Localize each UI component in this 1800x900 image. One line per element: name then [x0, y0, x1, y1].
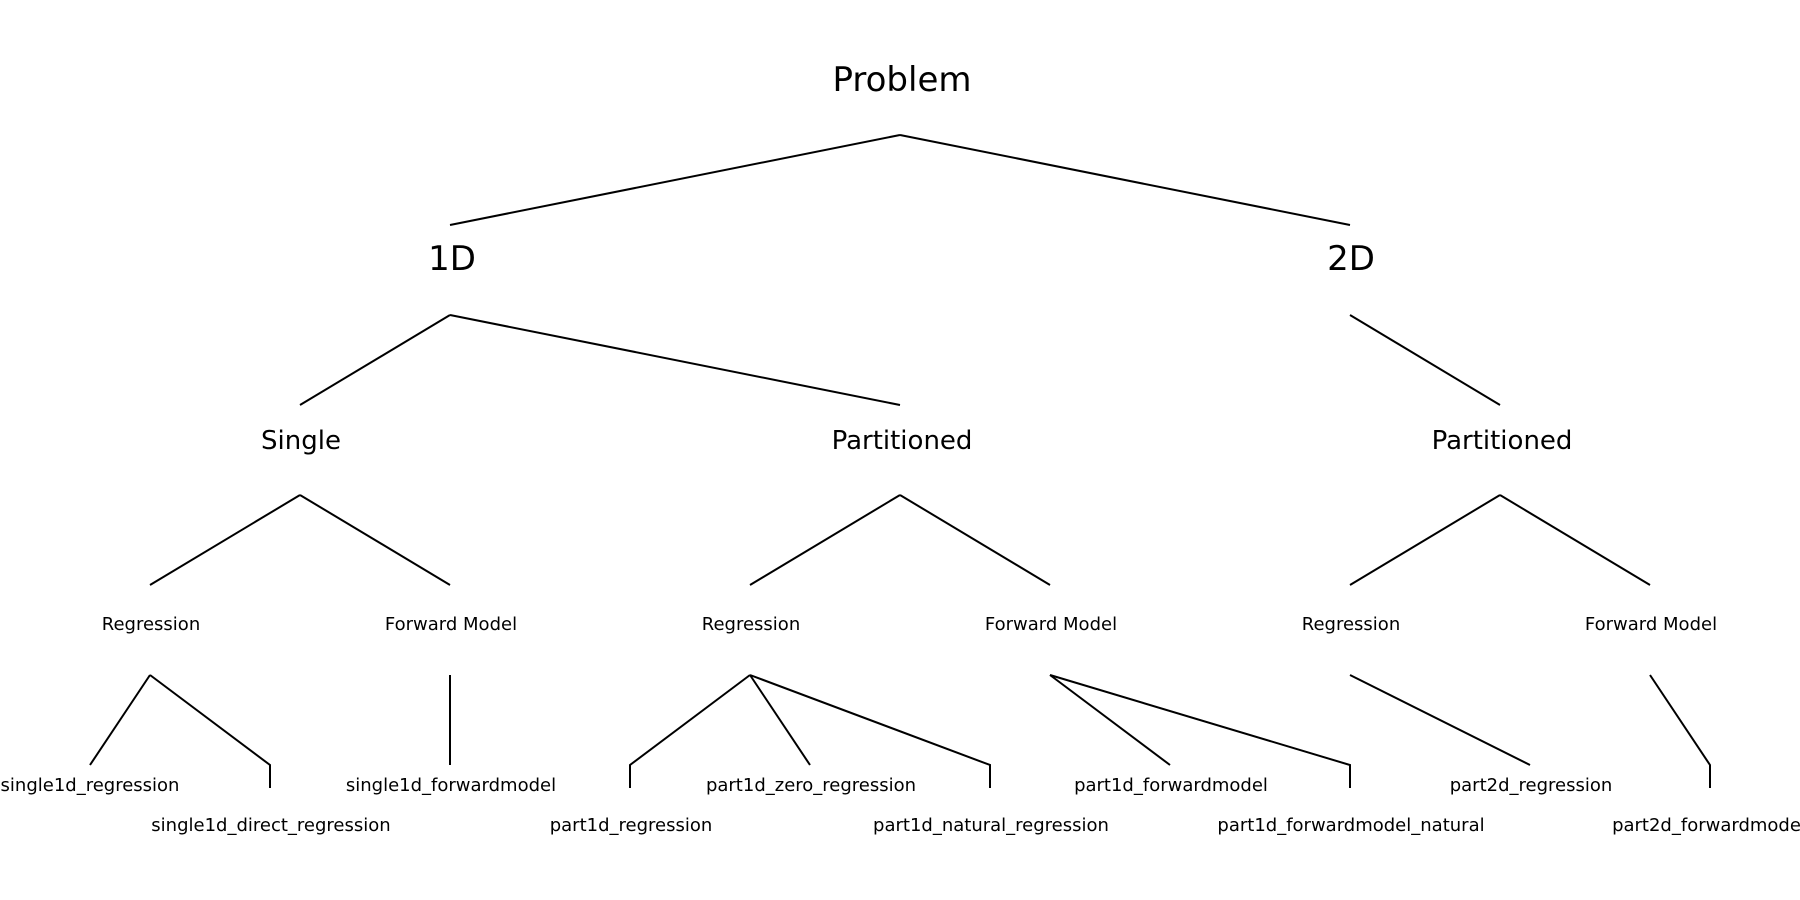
- node-part1d-forwardmodel: Forward Model: [985, 614, 1117, 635]
- edge-part2d-forwardmodel: [1499, 494, 1651, 586]
- node-partitioned-2d: Partitioned: [1432, 426, 1573, 456]
- node-part2d-forwardmodel: Forward Model: [1585, 614, 1717, 635]
- edge-part2d-regression: [1349, 494, 1501, 586]
- edge-to-part1d-forwardmodel: [1049, 674, 1171, 766]
- tree-labels: Problem 1D 2D Single Partitioned Partiti…: [1, 60, 1800, 836]
- leaf-part2d-regression: part2d_regression: [1450, 775, 1613, 796]
- edge-1d-single: [299, 314, 451, 406]
- edge-problem-1d: [449, 134, 901, 226]
- node-single: Single: [261, 426, 341, 456]
- leaf-part1d-regression: part1d_regression: [550, 815, 713, 836]
- leaf-part1d-zero-regression: part1d_zero_regression: [706, 775, 916, 796]
- edge-to-single1d-direct-regression: [149, 674, 271, 788]
- node-problem: Problem: [832, 60, 971, 100]
- edge-2d-partitioned: [1349, 314, 1501, 406]
- edge-problem-2d: [899, 134, 1351, 226]
- edge-to-part2d-regression: [1349, 674, 1531, 766]
- edge-single-forwardmodel: [299, 494, 451, 586]
- node-2d: 2D: [1327, 239, 1375, 279]
- edge-to-part1d-natural-regression: [749, 674, 991, 788]
- node-part2d-regression: Regression: [1302, 614, 1400, 635]
- node-partitioned-1d: Partitioned: [832, 426, 973, 456]
- edge-1d-partitioned: [449, 314, 901, 406]
- leaf-part1d-forwardmodel-natural: part1d_forwardmodel_natural: [1217, 815, 1484, 836]
- edge-to-single1d-regression: [89, 674, 151, 766]
- edge-part1d-regression: [749, 494, 901, 586]
- edge-single-regression: [149, 494, 301, 586]
- edge-to-part1d-forwardmodel-natural: [1049, 674, 1351, 788]
- leaf-single1d-forwardmodel: single1d_forwardmodel: [346, 775, 556, 796]
- leaf-part1d-natural-regression: part1d_natural_regression: [873, 815, 1109, 836]
- edge-to-part2d-forwardmodel: [1649, 674, 1711, 788]
- leaf-single1d-direct-regression: single1d_direct_regression: [151, 815, 390, 836]
- edge-part1d-forwardmodel: [899, 494, 1051, 586]
- edge-to-part1d-regression: [629, 674, 751, 788]
- node-single-forwardmodel: Forward Model: [385, 614, 517, 635]
- node-1d: 1D: [428, 239, 476, 279]
- node-single-regression: Regression: [102, 614, 200, 635]
- leaf-single1d-regression: single1d_regression: [1, 775, 180, 796]
- leaf-part2d-forwardmodel: part2d_forwardmodel: [1612, 815, 1800, 836]
- leaf-part1d-forwardmodel: part1d_forwardmodel: [1074, 775, 1268, 796]
- tree-edges: [89, 134, 1711, 788]
- edge-to-part1d-zero-regression: [749, 674, 811, 766]
- node-part1d-regression: Regression: [702, 614, 800, 635]
